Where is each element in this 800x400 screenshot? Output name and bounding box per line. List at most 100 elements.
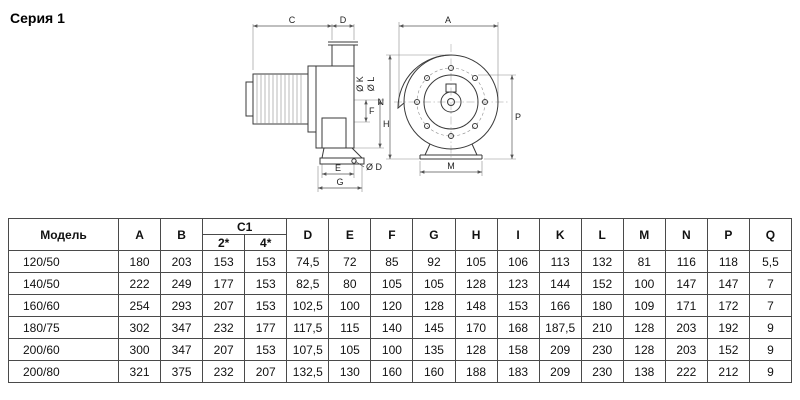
dim-value-cell: 177 (202, 272, 246, 295)
dim-value-cell: 128 (622, 316, 666, 339)
dim-value-cell: 232 (202, 316, 246, 339)
table-header: Модель A B C1 D E F G H I K L M N P Q 2*… (8, 218, 793, 251)
dim-value-cell: 100 (328, 294, 372, 317)
dim-value-cell: 123 (496, 272, 540, 295)
dim-value-cell: 117,5 (286, 316, 330, 339)
dim-value-cell: 375 (160, 360, 204, 383)
model-cell: 120/50 (8, 250, 119, 273)
dim-value-cell: 171 (664, 294, 708, 317)
model-cell: 200/80 (8, 360, 119, 383)
header-row-1: Модель A B C1 D E F G H I K L M N P Q (8, 218, 793, 251)
dim-value-cell: 153 (244, 294, 288, 317)
dim-value-cell: 130 (328, 360, 372, 383)
dim-label-diam-d: Ø D (366, 162, 383, 172)
dim-value-cell: 118 (706, 250, 750, 273)
dim-value-cell: 207 (244, 360, 288, 383)
dim-value-cell: 132,5 (286, 360, 330, 383)
model-cell: 200/60 (8, 338, 119, 361)
dim-value-cell: 105 (370, 272, 414, 295)
dim-value-cell: 153 (244, 338, 288, 361)
dim-value-cell: 153 (244, 272, 288, 295)
dim-value-cell: 148 (454, 294, 498, 317)
dim-value-cell: 222 (664, 360, 708, 383)
dimensions-table: Модель A B C1 D E F G H I K L M N P Q 2*… (8, 218, 793, 383)
dim-value-cell: 105 (454, 250, 498, 273)
col-header-f: F (370, 218, 414, 251)
dim-value-cell: 177 (244, 316, 288, 339)
dim-value-cell: 74,5 (286, 250, 330, 273)
dim-value-cell: 209 (538, 338, 582, 361)
dim-label-g: G (336, 177, 343, 187)
dim-value-cell: 128 (622, 338, 666, 361)
dim-label-diam-l: Ø L (366, 77, 376, 92)
col-header-c1-4pole: 4* (244, 234, 288, 251)
dim-value-cell: 106 (496, 250, 540, 273)
dim-value-cell: 100 (622, 272, 666, 295)
dim-value-cell: 7 (748, 294, 793, 317)
dim-value-cell: 140 (370, 316, 414, 339)
motor-fins (256, 74, 302, 124)
dim-value-cell: 145 (412, 316, 456, 339)
dim-value-cell: 138 (622, 360, 666, 383)
dim-label-d: D (340, 15, 347, 25)
col-header-d: D (286, 218, 330, 251)
fan-dimension-diagram: C D Ø K Ø L F H E Ø D G A N P M (245, 15, 521, 192)
dim-value-cell: 254 (117, 294, 162, 317)
col-header-m: M (622, 218, 666, 251)
dim-value-cell: 100 (370, 338, 414, 361)
dim-value-cell: 9 (748, 316, 793, 339)
dim-value-cell: 147 (706, 272, 750, 295)
dim-label-f: F (369, 106, 375, 116)
col-header-c1: C1 (202, 218, 288, 235)
dim-value-cell: 144 (538, 272, 582, 295)
dim-value-cell: 153 (202, 250, 246, 273)
col-header-h: H (454, 218, 498, 251)
dim-value-cell: 102,5 (286, 294, 330, 317)
dim-value-cell: 105 (328, 338, 372, 361)
dim-value-cell: 212 (706, 360, 750, 383)
col-header-a: A (117, 218, 162, 251)
dim-value-cell: 152 (706, 338, 750, 361)
dim-value-cell: 207 (202, 338, 246, 361)
dim-value-cell: 113 (538, 250, 582, 273)
dim-value-cell: 347 (160, 338, 204, 361)
series-title: Серия 1 (10, 10, 65, 26)
dim-value-cell: 180 (580, 294, 624, 317)
dim-value-cell: 347 (160, 316, 204, 339)
dim-value-cell: 293 (160, 294, 204, 317)
model-cell: 180/75 (8, 316, 119, 339)
dim-value-cell: 183 (496, 360, 540, 383)
side-view-drawing (245, 41, 365, 165)
dim-value-cell: 210 (580, 316, 624, 339)
dim-value-cell: 170 (454, 316, 498, 339)
centerlines (394, 44, 508, 160)
dim-value-cell: 203 (160, 250, 204, 273)
dim-value-cell: 158 (496, 338, 540, 361)
dim-label-diam-k: Ø K (355, 76, 365, 92)
dim-value-cell: 232 (202, 360, 246, 383)
dim-value-cell: 115 (328, 316, 372, 339)
dim-value-cell: 207 (202, 294, 246, 317)
dim-value-cell: 152 (580, 272, 624, 295)
technical-drawing: C D Ø K Ø L F H E Ø D G A N P M (226, 14, 570, 212)
dim-value-cell: 160 (412, 360, 456, 383)
dim-value-cell: 203 (664, 316, 708, 339)
col-header-b: B (160, 218, 204, 251)
col-header-e: E (328, 218, 372, 251)
dim-label-p: P (515, 112, 521, 122)
col-header-n: N (664, 218, 708, 251)
front-view-drawing (394, 44, 508, 160)
header-row-2: 2* 4* (9, 234, 792, 251)
dim-value-cell: 7 (748, 272, 793, 295)
dim-value-cell: 92 (412, 250, 456, 273)
dim-value-cell: 172 (706, 294, 750, 317)
dim-value-cell: 85 (370, 250, 414, 273)
dim-label-e: E (335, 163, 341, 173)
dim-value-cell: 116 (664, 250, 708, 273)
dimension-lines (253, 24, 514, 190)
